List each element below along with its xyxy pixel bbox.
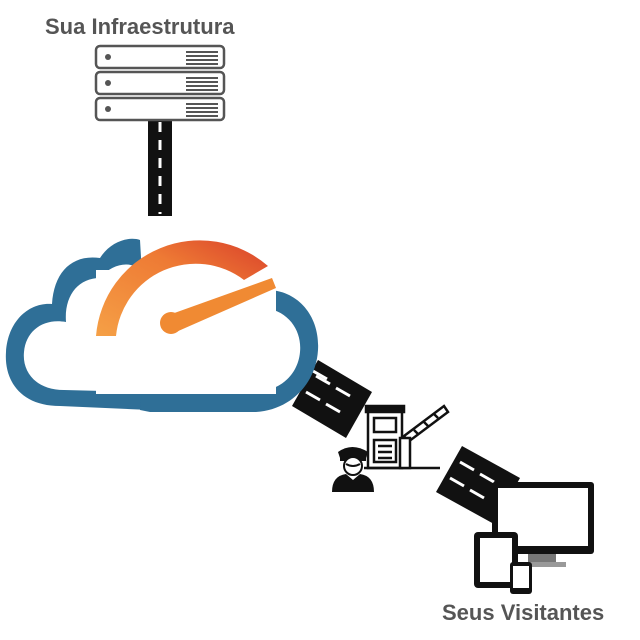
toll-barrier-icon (364, 404, 450, 470)
speedometer-icon (96, 240, 276, 336)
visitors-label: Seus Visitantes (442, 600, 605, 625)
devices-icon (474, 482, 594, 594)
security-guard-icon (332, 447, 374, 492)
road-cloud-gate (292, 360, 372, 438)
road-server-cloud (148, 118, 172, 216)
server-rack-icon (94, 44, 226, 122)
infrastructure-label: Sua Infraestrutura (45, 14, 235, 39)
